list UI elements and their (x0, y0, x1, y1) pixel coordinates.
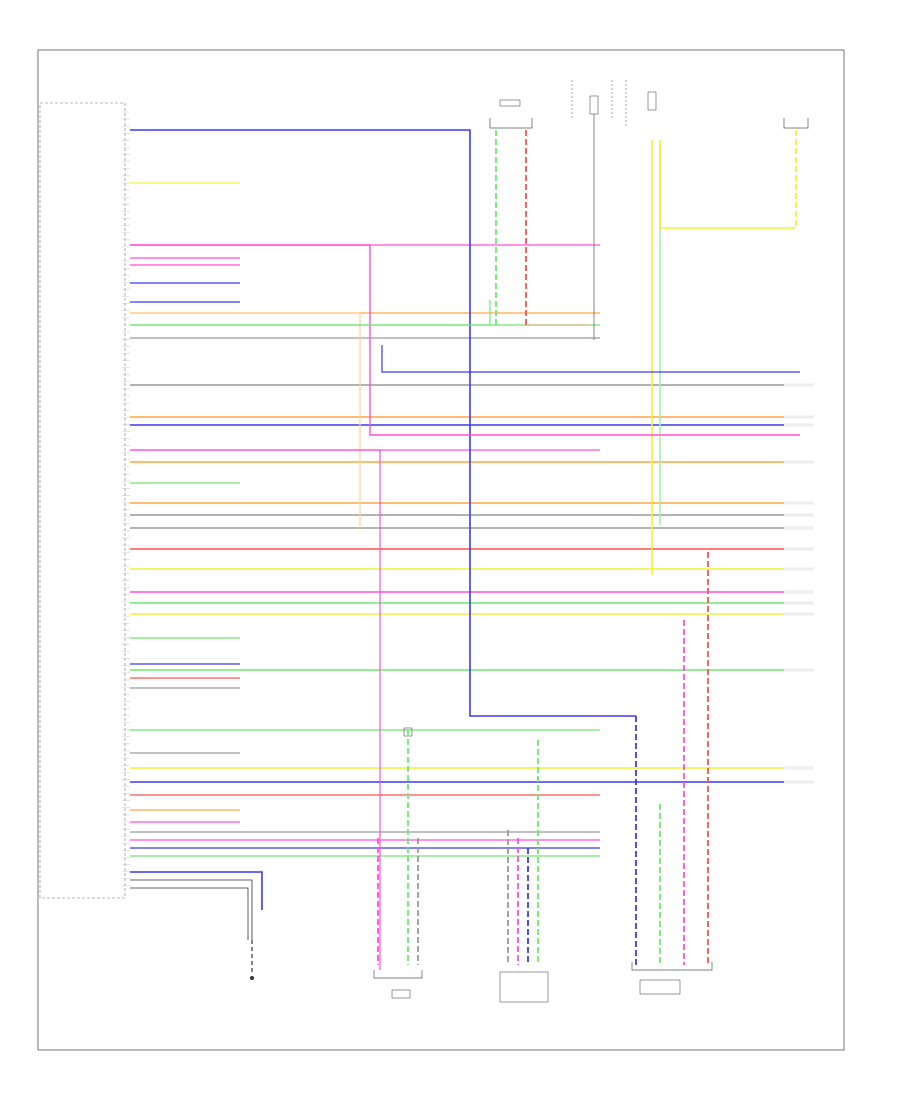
wire-end-tag-13 (784, 423, 814, 427)
diagram-frame (37, 49, 845, 1051)
ground-point (130, 871, 263, 980)
wire-end-tag-19 (784, 526, 814, 530)
top-connector-right (659, 118, 809, 229)
sensor-2-body (499, 971, 549, 1003)
wire-end-tag-32 (784, 766, 814, 770)
violet-short-riser (381, 345, 800, 373)
sensor-3-body (639, 979, 681, 995)
ecm-module-box (39, 102, 126, 899)
ground-wire-violet (130, 871, 263, 910)
wire-end-tag-20 (784, 547, 814, 551)
wire-group (130, 182, 814, 857)
top-left-connector-cap (499, 99, 521, 107)
ecm-pin-group (122, 111, 130, 887)
wire-end-tag-15 (784, 460, 814, 464)
wire-end-tag-22 (784, 590, 814, 594)
wire-end-tag-18 (784, 513, 814, 517)
bottom-sensor-2 (499, 740, 549, 1003)
top-left-connector-body (489, 118, 533, 129)
green-riser (130, 300, 491, 326)
wire-end-tag-21 (784, 567, 814, 571)
fuse-block (571, 80, 613, 340)
ground-icon (250, 976, 254, 980)
wire-end-tag-11 (784, 383, 814, 387)
top-mid-component-icon (647, 91, 657, 111)
wire-end-tag-12 (784, 415, 814, 419)
fuse-icon (589, 95, 599, 115)
bottom-sensor-3 (631, 552, 713, 995)
pink-riser-1 (130, 244, 800, 436)
top-connector-mid (625, 80, 661, 575)
orange-riser (130, 312, 361, 530)
wire-end-tag-33 (784, 780, 814, 784)
top-right-connector-body (783, 118, 809, 129)
ground-wire-dark-1 (130, 879, 253, 940)
main-violet-trunk (130, 129, 636, 717)
sensor-1-connector (373, 970, 423, 979)
bottom-sensor-1 (373, 730, 423, 999)
sensor-3-connector (631, 962, 713, 971)
pink-riser-2 (130, 449, 381, 970)
sensor-1-icon (391, 989, 411, 999)
wire-end-tag-27 (784, 668, 814, 672)
wire-end-tag-23 (784, 601, 814, 605)
wire-end-tag-17 (784, 501, 814, 505)
ground-wire-dark-2 (130, 887, 249, 940)
wire-end-tag-24 (784, 612, 814, 616)
top-connector-left (489, 99, 590, 326)
top-right-wire-return (659, 140, 796, 229)
